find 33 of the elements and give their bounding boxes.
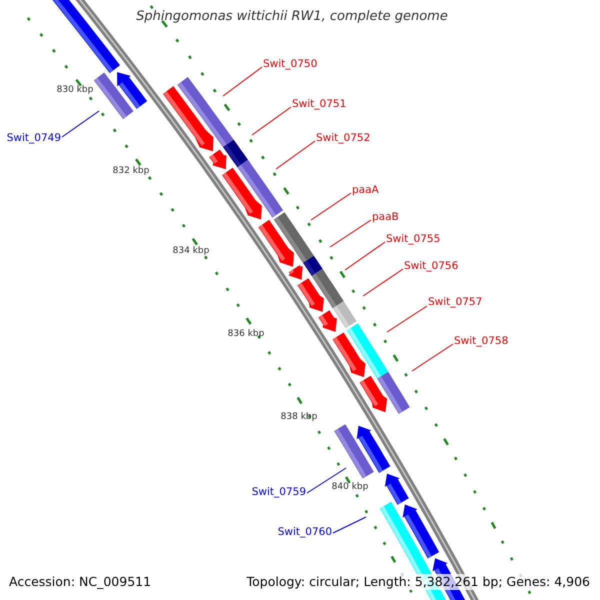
position-label: 830 kbp [56, 85, 94, 96]
gene-label: Swit_0755 [386, 233, 440, 246]
accession-text: Accession: NC_009511 [8, 574, 152, 590]
leader-line [276, 140, 316, 170]
position-label: 838 kbp [280, 412, 318, 423]
gene-label: Swit_0750 [263, 58, 318, 71]
leader-line [222, 66, 262, 96]
leader-line [310, 192, 352, 220]
genome-summary-text: Topology: circular; Length: 5,382,261 bp; Genes: 4,906 [244, 574, 592, 590]
position-label: 840 kbp [332, 482, 368, 493]
gene-label: Swit_0749 [6, 132, 61, 145]
gene-label: Swit_0759 [252, 486, 306, 499]
gene-label: paaA [352, 184, 379, 197]
leader-line [252, 106, 292, 136]
leader-line [362, 268, 404, 296]
position-label: 832 kbp [112, 166, 150, 177]
position-label: 834 kbp [172, 246, 210, 257]
gene-label: Swit_0756 [404, 260, 458, 273]
gene-label: Swit_0752 [316, 132, 370, 145]
leader-line [332, 516, 366, 534]
position-label: 836 kbp [228, 329, 264, 340]
leader-line [386, 306, 428, 332]
leader-line [306, 468, 346, 494]
gene-label: Swit_0758 [454, 335, 508, 348]
leader-line [330, 220, 372, 248]
map-title: Sphingomonas wittichii RW1, complete genome [136, 9, 448, 24]
leader-line [62, 110, 100, 138]
leader-line [412, 344, 454, 372]
gene-label: Swit_0751 [292, 98, 346, 111]
gene-label: Swit_0760 [278, 526, 332, 539]
gene-label: Swit_0757 [428, 296, 482, 309]
gene-label: paaB [372, 211, 399, 224]
leader-line [344, 242, 386, 270]
